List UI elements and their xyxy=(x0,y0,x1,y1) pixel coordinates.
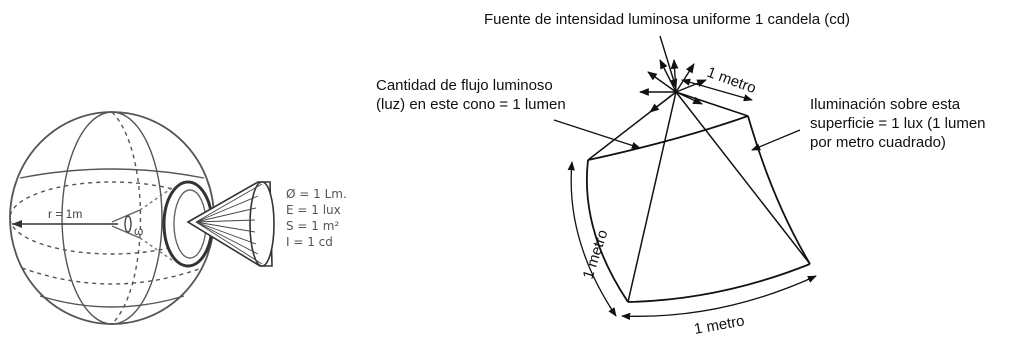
cone-hatching xyxy=(195,183,263,265)
sphere-figure xyxy=(9,111,275,325)
edge-top-label: 1 metro xyxy=(705,64,759,97)
dim-bottom-arrow xyxy=(621,275,817,320)
radius-arrowhead xyxy=(12,220,22,228)
legend-intensity: I = 1 cd xyxy=(286,235,333,249)
sphere-parallel-upper xyxy=(19,168,205,179)
illum-label-line3: por metro cuadrado) xyxy=(810,134,946,151)
inner-cone-mouth xyxy=(124,215,132,233)
cone-figure xyxy=(553,35,817,320)
solid-angle-symbol: ω xyxy=(134,224,144,238)
flux-label-line2: (luz) en este cono = 1 lumen xyxy=(376,96,566,113)
source-label: Fuente de intensidad luminosa uniforme 1… xyxy=(484,11,851,28)
flux-leader xyxy=(553,119,641,149)
radius-label: r = 1m xyxy=(48,207,83,221)
patch-top-edge xyxy=(587,115,749,161)
ray-bottom-left xyxy=(627,91,677,303)
illum-label-line1: Iluminación sobre esta xyxy=(810,96,961,113)
dim-top-arrow xyxy=(681,78,753,102)
illum-leader xyxy=(751,129,801,151)
flux-label-line1: Cantidad de flujo luminoso xyxy=(376,77,553,94)
ray-bottom-right xyxy=(675,91,811,265)
sphere-meridian-back xyxy=(111,111,142,325)
sphere-parallel-lower xyxy=(21,267,203,285)
patch-bottom-edge xyxy=(627,263,811,303)
cone-to-cap xyxy=(139,187,173,261)
inner-cone xyxy=(111,209,141,239)
dim-left-arrow xyxy=(567,161,617,317)
legend-surface: S = 1 m² xyxy=(286,219,340,233)
edge-bottom-label: 1 metro xyxy=(693,312,746,338)
sphere-parallel-bottom xyxy=(39,295,185,308)
source-star xyxy=(639,35,707,113)
legend-flux: Ø = 1 Lm. xyxy=(286,187,347,201)
legend-illuminance: E = 1 lux xyxy=(286,203,341,217)
external-cone-base xyxy=(249,181,275,267)
illum-label-line2: superficie = 1 lux (1 lumen xyxy=(810,115,986,132)
patch-right-edge xyxy=(747,115,811,265)
